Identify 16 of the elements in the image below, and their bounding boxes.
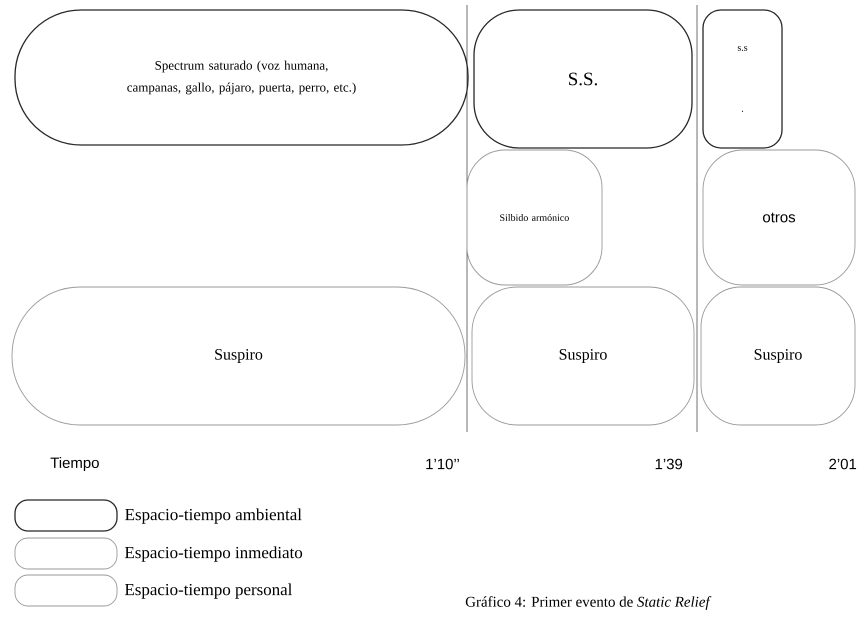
event-box: Suspiro [700,286,856,426]
legend-item: Espacio-tiempo personal [14,574,292,606]
caption: Gráfico 4: Primer evento de Static Relief [466,596,712,610]
time-label: 1’10’’ [426,458,459,470]
event-box: Suspiro [12,286,466,426]
legend-item: Espacio-tiempo ambiental [14,499,302,532]
time-label: 1’39 [656,458,682,470]
time-label: 2’01 [829,458,856,470]
event-box: otros [702,150,856,286]
event-box: S.S. [473,9,693,149]
event-box: s.s . [702,9,783,149]
event-box: Silbido armónico [466,150,602,286]
event-box: Spectrum saturado (voz humana, campanas, gallo, pájaro, puerta, perro, etc.) [14,9,469,146]
legend-item: Espacio-tiempo inmediato [14,538,302,570]
event-box: Suspiro [472,286,694,426]
axis-label: Tiempo [50,457,99,471]
